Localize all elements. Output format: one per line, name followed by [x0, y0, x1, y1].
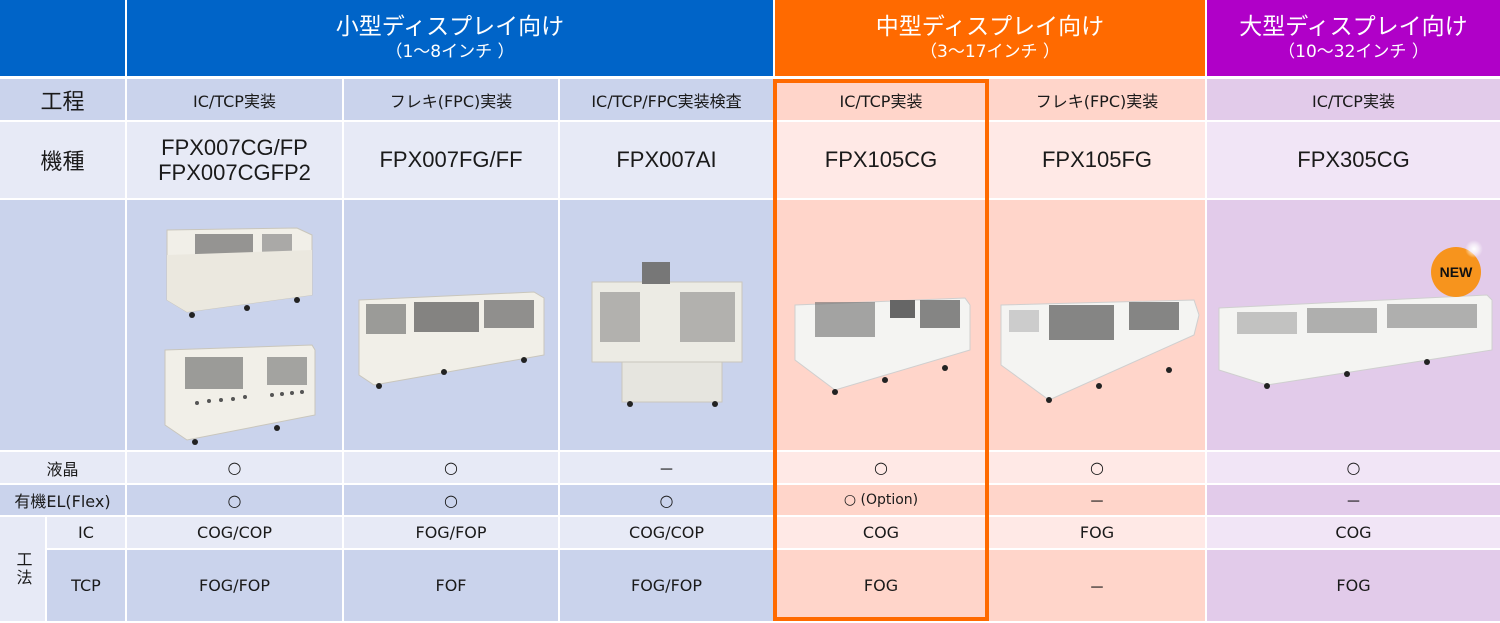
machine-photo [794, 297, 971, 395]
row-label-oled: 有機EL(Flex) [0, 485, 125, 515]
row-label-method: 工法 [0, 517, 45, 621]
process-cell: IC/TCP/FPC実装検査 [560, 79, 773, 120]
machine-image-cell [775, 200, 987, 450]
lcd-cell: ○ [1207, 452, 1500, 483]
header-subtitle: （3～17インチ ） [920, 41, 1060, 62]
lcd-cell: ○ [344, 452, 558, 483]
ic-cell: COG [775, 517, 987, 548]
machine-image-cell [344, 200, 558, 450]
tcp-cell: FOG [775, 550, 987, 621]
oled-cell: ○ (Option) [775, 485, 987, 515]
lcd-cell: ○ [775, 452, 987, 483]
lcd-cell: ○ [989, 452, 1205, 483]
machine-photo [591, 262, 743, 407]
row-label-tcp: TCP [47, 550, 125, 621]
oled-cell: ○ [560, 485, 773, 515]
model-cell: FPX007AI [560, 122, 773, 198]
row-label-model: 機種 [0, 122, 125, 198]
oled-cell: － [989, 485, 1205, 515]
model-name: FPX007CGFP2 [158, 160, 311, 185]
ic-cell: COG [1207, 517, 1500, 548]
machine-image-cell [1207, 200, 1500, 450]
image-row-label [0, 200, 125, 450]
tcp-cell: FOG/FOP [560, 550, 773, 621]
header-subtitle: （10～32インチ ） [1278, 41, 1429, 62]
row-label-lcd: 液晶 [0, 452, 125, 483]
header-title: 小型ディスプレイ向け [335, 14, 565, 40]
oled-cell: ○ [127, 485, 342, 515]
tcp-cell: FOG/FOP [127, 550, 342, 621]
header-large-display: 大型ディスプレイ向け （10～32インチ ） [1207, 0, 1500, 76]
header-corner [0, 0, 125, 76]
machine-photo [1000, 299, 1200, 403]
tcp-cell: FOF [344, 550, 558, 621]
machine-photo [164, 227, 316, 445]
ic-cell: COG/COP [560, 517, 773, 548]
machine-image-cell [989, 200, 1205, 450]
model-name: FPX007CG/FP [161, 134, 308, 160]
machine-photo [1218, 294, 1493, 389]
row-label-process: 工程 [0, 79, 125, 120]
process-cell: IC/TCP実装 [1207, 79, 1500, 120]
oled-cell: ○ [344, 485, 558, 515]
header-medium-display: 中型ディスプレイ向け （3～17インチ ） [775, 0, 1205, 76]
model-cell: FPX105FG [989, 122, 1205, 198]
process-cell: IC/TCP実装 [775, 79, 987, 120]
machine-image-cell [127, 200, 342, 450]
process-cell: フレキ(FPC)実装 [344, 79, 558, 120]
tcp-cell: － [989, 550, 1205, 621]
machine-photo [358, 291, 545, 389]
header-title: 中型ディスプレイ向け [875, 14, 1105, 40]
lcd-cell: － [560, 452, 773, 483]
row-label-ic: IC [47, 517, 125, 548]
header-subtitle: （1～8インチ ） [385, 41, 515, 62]
ic-cell: COG/COP [127, 517, 342, 548]
lcd-cell: ○ [127, 452, 342, 483]
model-cell: FPX007FG/FF [344, 122, 558, 198]
method-label: 工法 [13, 551, 33, 587]
model-cell: FPX105CG [775, 122, 987, 198]
model-cell: FPX305CG [1207, 122, 1500, 198]
machine-image-cell [560, 200, 773, 450]
oled-cell: － [1207, 485, 1500, 515]
model-cell: FPX007CG/FP FPX007CGFP2 [127, 122, 342, 198]
header-title: 大型ディスプレイ向け [1239, 14, 1468, 40]
tcp-cell: FOG [1207, 550, 1500, 621]
ic-cell: FOG/FOP [344, 517, 558, 548]
process-cell: フレキ(FPC)実装 [989, 79, 1205, 120]
sparkle-icon [1465, 240, 1483, 258]
process-cell: IC/TCP実装 [127, 79, 342, 120]
header-small-display: 小型ディスプレイ向け （1～8インチ ） [127, 0, 773, 76]
ic-cell: FOG [989, 517, 1205, 548]
